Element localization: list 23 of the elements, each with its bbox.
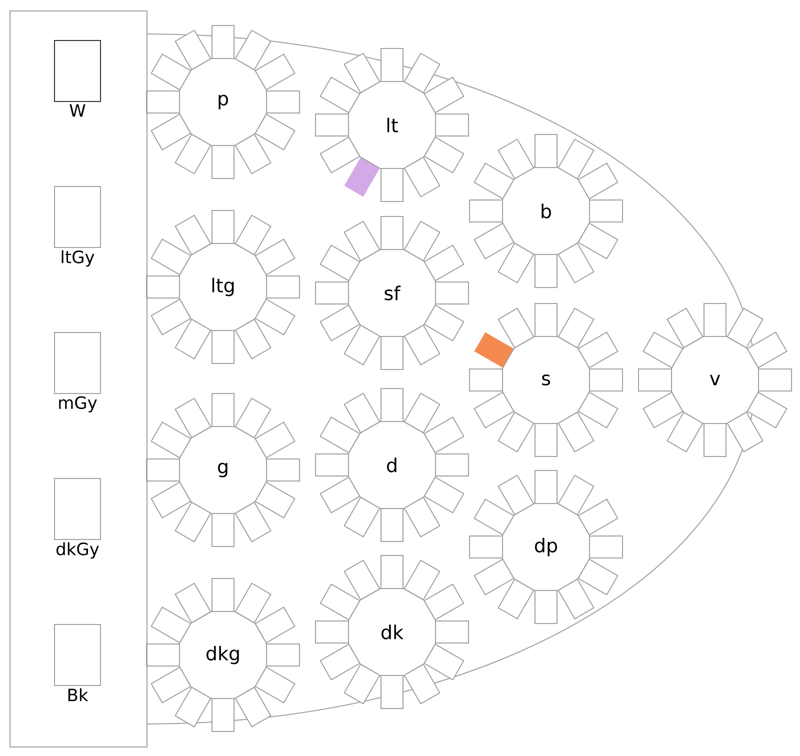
node-label: dkGy [56,542,99,559]
node-label: mGy [59,396,97,412]
node-label: W [70,104,86,117]
round-table: ltg [179,243,267,331]
round-table: b [502,167,590,255]
round-table: s [502,336,590,424]
swatch-box: dkGy [54,478,101,559]
round-table: g [179,426,267,514]
round-table: lt [348,81,436,169]
node-label: ltGy [62,250,94,267]
round-table: dp [502,503,590,591]
round-table: v [671,336,759,424]
node-label: Bk [68,688,88,702]
swatch-box: W [54,40,101,117]
round-table: d [348,421,436,509]
swatch-box: mGy [54,332,101,412]
round-table: dk [348,588,436,676]
round-table: sf [348,249,436,337]
round-table: dkg [179,611,267,699]
swatch-box: ltGy [54,186,101,267]
side-panel [10,10,148,748]
round-table: p [179,58,267,146]
swatch-box: Bk [54,624,101,702]
